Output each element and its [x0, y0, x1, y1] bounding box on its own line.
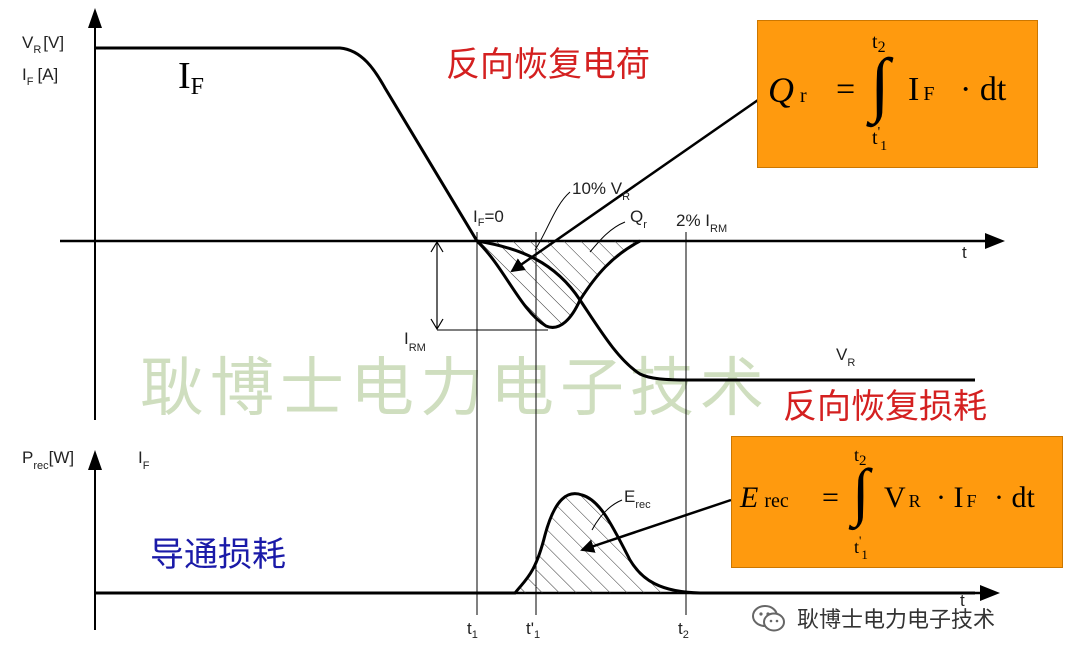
- brand-text: 耿博士电力电子技术: [797, 608, 996, 633]
- erec-integral-sign: ∫: [852, 456, 870, 527]
- vr-voltage-curve: [476, 239, 975, 382]
- top-t-axis-arrow: [985, 233, 1005, 249]
- erec-formula-equals: =: [822, 481, 839, 514]
- top-y-axis-arrow: [88, 8, 102, 28]
- bottom-y-label-i: IF: [138, 448, 150, 472]
- erec-hatched-area: [515, 493, 700, 593]
- qr-formula-equals: =: [836, 71, 856, 108]
- erec-leader: [591, 499, 623, 531]
- ten-pct-leader: [534, 191, 571, 251]
- if-main-label: IF: [178, 55, 204, 100]
- vr-label: VR: [836, 345, 855, 369]
- qr-lower-limit: t'1: [872, 125, 888, 154]
- irm-label: IRM: [404, 329, 426, 354]
- two-pct-irm-label: 2% IRM: [676, 211, 727, 235]
- if-zero-label: IF=0: [473, 207, 504, 229]
- bottom-y-axis-arrow: [88, 450, 102, 470]
- top-y-label-i: IF[A]: [22, 65, 58, 88]
- bottom-y-label-p: Prec[W]: [22, 448, 74, 472]
- t1-label: t1: [467, 619, 478, 641]
- erec-lower-limit: t'1: [854, 533, 868, 562]
- qr-label: Qr: [630, 207, 647, 231]
- irm-arrow-bottom: [430, 318, 444, 331]
- watermark-text: 耿博士电力电子技术: [140, 352, 770, 426]
- conduction-loss-title: 导通损耗: [150, 535, 286, 575]
- t-axis-label: t: [962, 243, 967, 262]
- erec-pointer-arrow: [580, 498, 732, 553]
- qr-leader: [589, 221, 626, 253]
- erec-label: Erec: [624, 487, 651, 511]
- t2-label: t2: [678, 619, 689, 641]
- qr-pointer-arrow: [510, 98, 759, 273]
- reverse-recovery-loss-title: 反向恢复损耗: [783, 387, 987, 427]
- bottom-t-axis-arrow: [980, 585, 1000, 601]
- if-current-curve: [95, 46, 641, 329]
- top-y-label-v: VR[V]: [22, 33, 64, 56]
- ten-pct-vr-label: 10% VR: [572, 179, 630, 203]
- qr-dt: · dt: [960, 71, 1007, 108]
- qr-hatched-area: [477, 241, 640, 328]
- bottom-t-axis-label: t: [960, 591, 965, 610]
- qr-upper-limit: t2: [872, 31, 886, 56]
- t1-prime-label: t'1: [526, 619, 540, 641]
- irm-arrow-top: [430, 240, 444, 253]
- erec-upper-limit: t2: [854, 445, 867, 469]
- erec-power-curve: [95, 492, 975, 595]
- qr-integral-sign: ∫: [870, 44, 890, 124]
- reverse-recovery-charge-title: 反向恢复电荷: [446, 45, 650, 85]
- wechat-icon: [752, 605, 785, 632]
- erec-dt: · dt: [994, 481, 1035, 514]
- brand-footer: 耿博士电力电子技术: [752, 602, 995, 634]
